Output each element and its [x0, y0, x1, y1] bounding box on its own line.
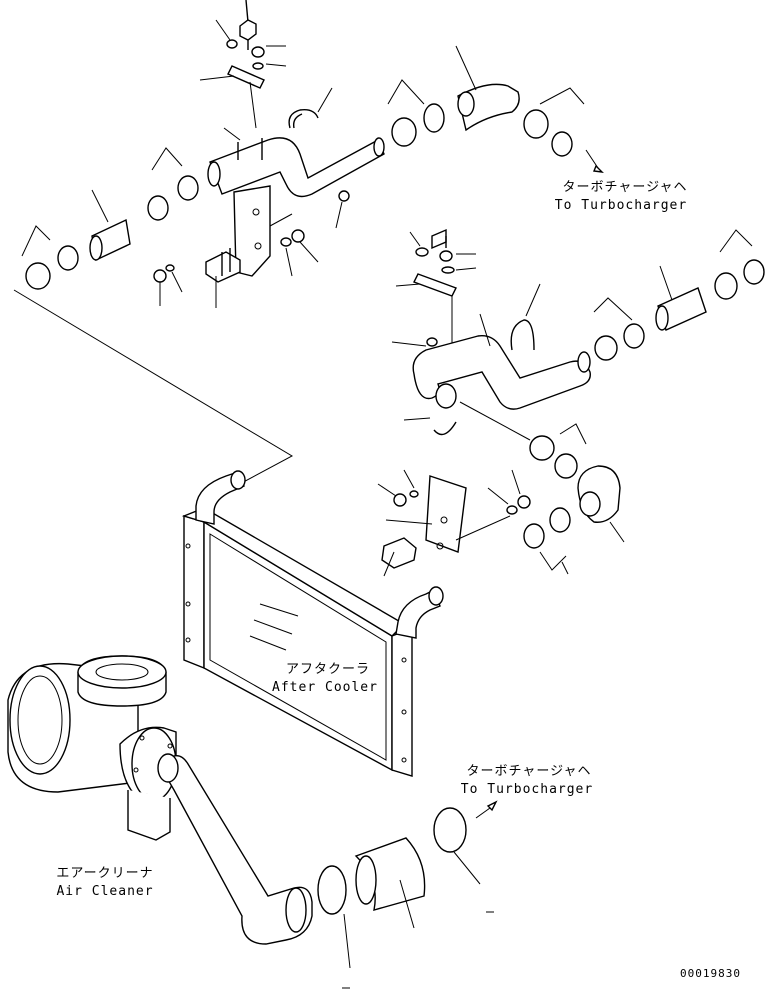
- air-cleaner-label-jp: エアークリーナ: [56, 866, 154, 881]
- clamp-elbow-right-lower: [459, 401, 625, 543]
- air-cleaner: [7, 655, 313, 945]
- pipe-elbow-top-left: [207, 127, 385, 198]
- pipe-curved-right: [412, 313, 591, 410]
- arrow-to-turbo-top: [585, 149, 604, 173]
- turbocharger-label-bottom-jp: ターボチャージャヘ: [466, 764, 592, 779]
- arrow-icon: [593, 164, 604, 173]
- bolt-group-right: [395, 228, 477, 380]
- arrow-icon: [486, 800, 498, 812]
- leader-line-left: [13, 289, 294, 487]
- clamp-hose-top-center: [387, 45, 585, 157]
- drawing-number: 00019830: [680, 967, 741, 980]
- top-clamp-bracket: [199, 65, 265, 129]
- turbocharger-label-bottom-en: To Turbocharger: [460, 782, 594, 797]
- after-cooler-label-en: After Cooler: [272, 680, 378, 695]
- u-bolts-right: [391, 283, 541, 436]
- air-cleaner-label-en: Air Cleaner: [56, 884, 154, 899]
- after-cooler-label-jp: アフタクーラ: [285, 662, 370, 677]
- clamp-hose-right: [593, 229, 765, 361]
- bracket-hardware-top: [153, 190, 350, 308]
- bracket-plate-right: [377, 469, 531, 577]
- clamps-cooler-outlet: [523, 507, 571, 575]
- clamp-hose-left-group: [21, 147, 199, 290]
- bottom-clamp-hose: [317, 800, 498, 989]
- top-bolt-group: [215, 0, 287, 70]
- u-bolt-top: [288, 87, 333, 129]
- turbocharger-label-top-en: To Turbocharger: [554, 198, 688, 213]
- after-cooler: [181, 470, 444, 777]
- turbocharger-label-top-jp: ターボチャージャヘ: [562, 180, 688, 195]
- bracket-plate-top: [205, 185, 293, 283]
